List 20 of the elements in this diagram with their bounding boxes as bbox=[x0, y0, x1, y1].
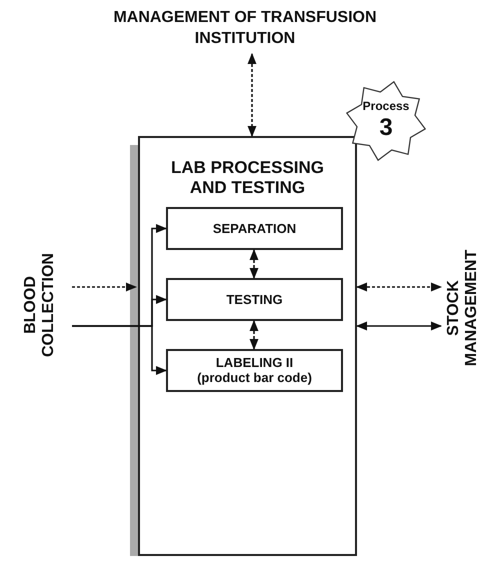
starburst-badge bbox=[345, 80, 427, 162]
step-box bbox=[166, 349, 343, 392]
step-label: LABELING II bbox=[216, 356, 294, 370]
heading-text: MANAGEMENT OF TRANSFUSION INSTITUTION bbox=[110, 8, 380, 54]
side-label: STOCK MANAGEMENT bbox=[441, 228, 485, 388]
step-box: TESTING bbox=[166, 278, 343, 321]
badge-label: Process bbox=[362, 100, 410, 114]
arrow bbox=[72, 282, 138, 292]
step-note: (product bar code) bbox=[197, 370, 312, 386]
double-arrow bbox=[356, 322, 442, 330]
double-arrow bbox=[250, 320, 258, 350]
badge-number: 3 bbox=[379, 114, 393, 142]
step-box: SEPARATION bbox=[166, 207, 343, 250]
side-label: BLOOD COLLECTION bbox=[18, 230, 62, 380]
double-arrow bbox=[248, 52, 256, 138]
double-arrow bbox=[250, 248, 258, 280]
box-title: LAB PROCESSING AND TESTING bbox=[170, 158, 326, 198]
double-arrow bbox=[356, 282, 442, 292]
process-box bbox=[138, 136, 357, 556]
arrow bbox=[72, 325, 168, 375]
